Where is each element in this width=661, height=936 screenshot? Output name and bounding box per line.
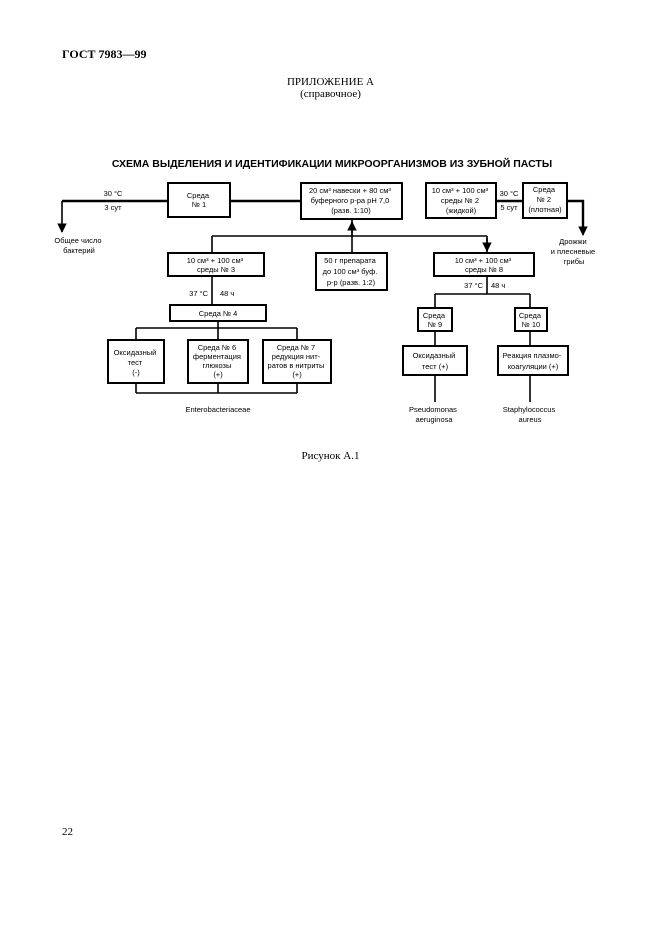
box-medium-8-text: 10 см³ + 100 см³ среды № 8 <box>455 256 513 274</box>
document-code: ГОСТ 7983—99 <box>62 47 147 61</box>
box-center-dilution-text: 20 см³ навески + 80 см³ буферного р-ра p… <box>309 186 393 215</box>
page-number: 22 <box>62 826 73 838</box>
box-medium-3 <box>167 252 265 277</box>
label-yeast-molds: Дрожжи и плесневые грибы <box>551 237 598 266</box>
box-medium-9-text: Среда № 9 <box>423 311 447 329</box>
connector-merge <box>135 383 298 394</box>
box-oxidase-right-text: Оксидазный тест (+) <box>413 351 458 371</box>
figure-caption: Рисунок А.1 <box>301 450 360 462</box>
connector-b4-split <box>135 321 298 340</box>
label-temp-37-left: 37 °С <box>189 289 208 298</box>
box-coagulase <box>497 345 569 376</box>
box-medium-8 <box>433 252 535 277</box>
appendix-subtitle: (справочное) <box>300 88 361 100</box>
label-temp-37-right: 37 °С <box>464 281 483 290</box>
box-medium-2-dense-text: Среда № 2 (плотная) <box>528 185 562 214</box>
label-temp-30-right: 30 °С <box>500 189 519 198</box>
box-right-liquid-text: 10 см³ + 100 см³ среды № 2 (жидкой) <box>432 186 490 215</box>
label-enterobacteriaceae: Enterobacteriaceae <box>185 405 250 414</box>
box-center-dilution <box>300 182 403 220</box>
box-medium-1 <box>167 182 231 218</box>
flowchart-title: СХЕМА ВЫДЕЛЕНИЯ И ИДЕНТИФИКАЦИИ МИКРООРГ… <box>112 157 552 170</box>
box-oxidase-right <box>402 345 468 376</box>
label-temp-30-left: 30 °С <box>104 189 123 198</box>
box-right-liquid <box>425 182 497 219</box>
connector-center-split <box>211 219 488 253</box>
box-medium-4-text: Среда № 4 <box>199 309 238 318</box>
connector-b9-b10-down <box>434 331 531 346</box>
box-medium-4 <box>169 304 267 322</box>
label-time-48-left: 48 ч <box>220 289 234 298</box>
box-medium-10-text: Среда № 10 <box>519 311 543 329</box>
label-time-5-right: 5 сут <box>500 203 518 212</box>
box-preparation <box>315 252 388 291</box>
box-medium-7-text: Среда № 7 редукция нит- ратов в нитриты … <box>268 343 327 379</box>
box-medium-2-dense <box>522 182 568 219</box>
box-medium-1-text: Среда № 1 <box>187 191 211 209</box>
label-pseudomonas: Pseudomonas aeruginosa <box>409 405 459 424</box>
flowchart-diagram: СХЕМА ВЫДЕЛЕНИЯ И ИДЕНТИФИКАЦИИ МИКРООРГ… <box>54 157 598 424</box>
box-medium-9 <box>417 307 453 332</box>
box-medium-6 <box>187 339 249 384</box>
label-time-48-right: 48 ч <box>491 281 505 290</box>
label-time-3-left: 3 сут <box>104 203 122 212</box>
box-oxidase-left <box>107 339 165 384</box>
box-medium-7 <box>262 339 332 384</box>
box-medium-6-text: Среда № 6 ферментация глюкозы (+) <box>193 343 243 379</box>
appendix-title: ПРИЛОЖЕНИЕ А <box>286 76 374 88</box>
box-preparation-text: 50 г препарата до 100 см³ буф. р-р (разв… <box>323 256 380 287</box>
label-total-bacteria: Общее число бактерий <box>54 236 103 255</box>
box-medium-3-text: 10 см³ + 100 см³ среды № 3 <box>187 256 245 274</box>
box-oxidase-left-text: Оксидазный тест (-) <box>114 348 159 377</box>
connector-right-down <box>567 199 585 232</box>
label-staphylococcus: Staphylococcus aureus <box>503 405 558 424</box>
connector-result-down <box>434 375 531 402</box>
box-medium-10 <box>514 307 548 332</box>
box-coagulase-text: Реакция плазмо- коагуляции (+) <box>503 351 564 371</box>
connector-b8-split <box>434 276 531 308</box>
